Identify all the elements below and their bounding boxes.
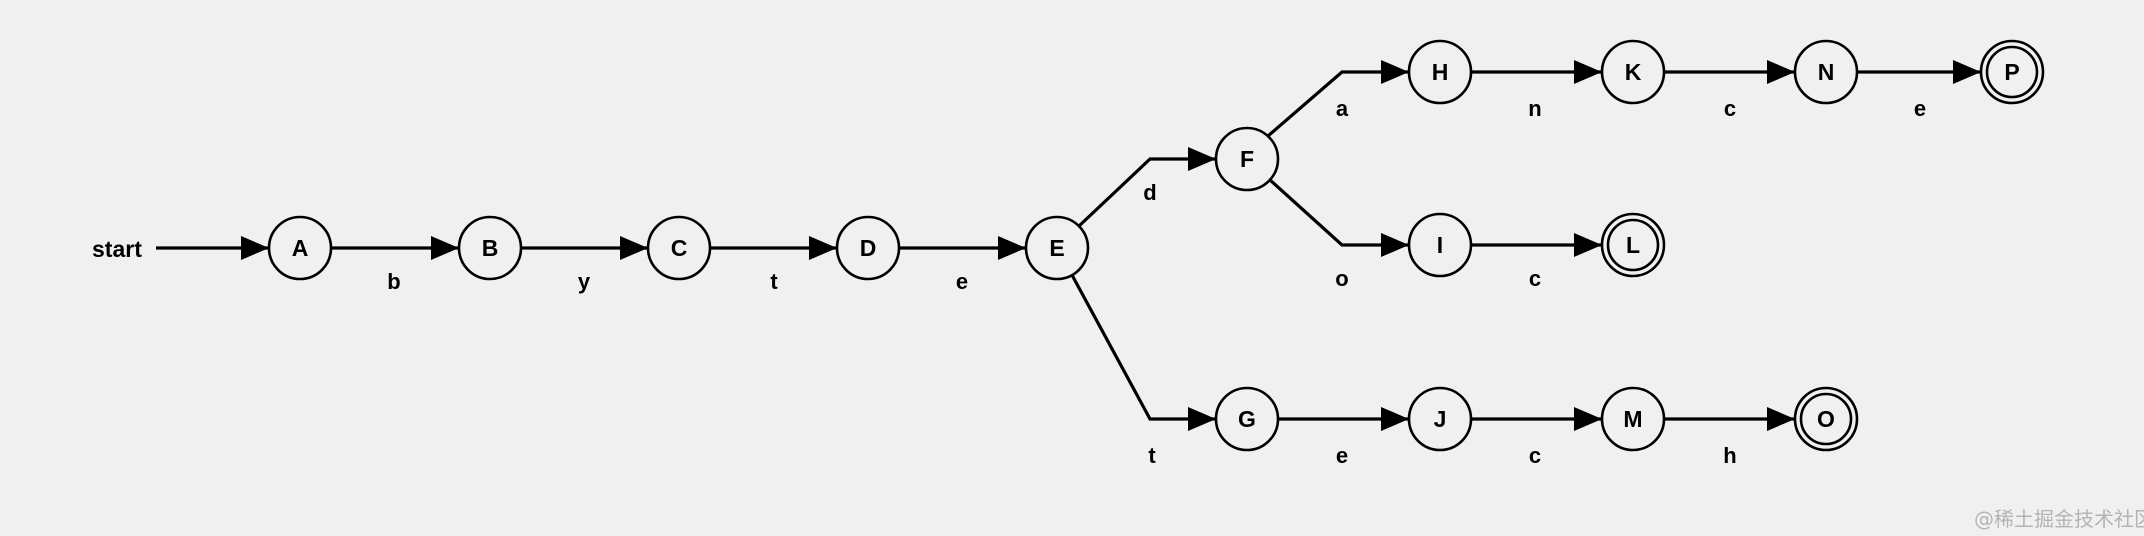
state-label: L bbox=[1626, 232, 1640, 258]
state-f: F bbox=[1214, 126, 1280, 192]
state-circle bbox=[267, 215, 333, 281]
state-circle bbox=[1024, 215, 1090, 281]
accepting-ring bbox=[1799, 392, 1853, 446]
state-label: K bbox=[1625, 59, 1642, 85]
transition-label: t bbox=[1148, 443, 1156, 468]
start-label: start bbox=[92, 236, 142, 262]
transitions-layer: b y t e d t a o n c e c e c h bbox=[331, 60, 1981, 468]
transition-n-p: e bbox=[1857, 60, 1981, 121]
transition-g-j: e bbox=[1278, 407, 1409, 468]
state-circle bbox=[457, 215, 523, 281]
state-circle bbox=[1407, 39, 1473, 105]
state-c: C bbox=[646, 215, 712, 281]
transition-label: a bbox=[1336, 96, 1349, 121]
state-m: M bbox=[1600, 386, 1666, 452]
state-l: L bbox=[1600, 212, 1666, 278]
state-label: C bbox=[671, 235, 688, 261]
transition-arrow bbox=[1266, 60, 1409, 138]
state-circle bbox=[1407, 212, 1473, 278]
state-label: O bbox=[1817, 406, 1835, 432]
transition-label: y bbox=[578, 269, 591, 294]
state-label: A bbox=[292, 235, 309, 261]
states-layer: A B C D E F G H I J K L M N O P bbox=[267, 39, 2045, 452]
transition-h-k: n bbox=[1471, 60, 1602, 121]
state-label: B bbox=[482, 235, 499, 261]
state-circle bbox=[1407, 386, 1473, 452]
transition-f-h: a bbox=[1266, 60, 1409, 138]
transition-label: o bbox=[1335, 266, 1348, 291]
transition-a-b: b bbox=[331, 236, 459, 294]
state-circle bbox=[1600, 39, 1666, 105]
state-p: P bbox=[1979, 39, 2045, 105]
transition-label: c bbox=[1724, 96, 1736, 121]
transition-e-g: t bbox=[1070, 274, 1216, 468]
state-d: D bbox=[835, 215, 901, 281]
transition-label: e bbox=[956, 269, 968, 294]
start-arrow: start bbox=[92, 236, 269, 262]
transition-e-f: d bbox=[1077, 147, 1216, 228]
state-n: N bbox=[1793, 39, 1859, 105]
state-j: J bbox=[1407, 386, 1473, 452]
state-circle bbox=[646, 215, 712, 281]
state-label: P bbox=[2004, 59, 2019, 85]
accepting-ring bbox=[1606, 218, 1660, 272]
state-circle bbox=[1793, 39, 1859, 105]
transition-label: n bbox=[1528, 96, 1541, 121]
state-e: E bbox=[1024, 215, 1090, 281]
state-circle bbox=[835, 215, 901, 281]
state-label: M bbox=[1623, 406, 1642, 432]
state-label: G bbox=[1238, 406, 1256, 432]
state-label: E bbox=[1049, 235, 1064, 261]
transition-k-n: c bbox=[1664, 60, 1795, 121]
transition-label: c bbox=[1529, 266, 1541, 291]
state-label: F bbox=[1240, 146, 1254, 172]
state-b: B bbox=[457, 215, 523, 281]
transition-arrow bbox=[1070, 274, 1216, 431]
transition-label: b bbox=[387, 269, 400, 294]
transition-label: c bbox=[1529, 443, 1541, 468]
state-h: H bbox=[1407, 39, 1473, 105]
transition-label: d bbox=[1143, 180, 1156, 205]
transition-label: h bbox=[1723, 443, 1736, 468]
state-g: G bbox=[1214, 386, 1280, 452]
state-circle bbox=[1600, 386, 1666, 452]
watermark: @稀土掘金技术社区 bbox=[1974, 507, 2144, 531]
transition-d-e: e bbox=[899, 236, 1026, 294]
state-label: I bbox=[1437, 232, 1443, 258]
state-label: N bbox=[1818, 59, 1835, 85]
state-label: D bbox=[860, 235, 877, 261]
state-circle bbox=[1214, 386, 1280, 452]
transition-label: t bbox=[770, 269, 778, 294]
state-circle bbox=[1214, 126, 1280, 192]
transition-b-c: y bbox=[521, 236, 648, 294]
state-label: J bbox=[1434, 406, 1447, 432]
transition-label: e bbox=[1336, 443, 1348, 468]
transition-m-o: h bbox=[1664, 407, 1795, 468]
state-i: I bbox=[1407, 212, 1473, 278]
state-o: O bbox=[1793, 386, 1859, 452]
state-a: A bbox=[267, 215, 333, 281]
transition-label: e bbox=[1914, 96, 1926, 121]
state-label: H bbox=[1432, 59, 1449, 85]
state-k: K bbox=[1600, 39, 1666, 105]
transition-arrow bbox=[1077, 147, 1216, 228]
transition-f-i: o bbox=[1268, 178, 1409, 291]
transition-c-d: t bbox=[710, 236, 837, 294]
transition-arrow bbox=[1268, 178, 1409, 257]
accepting-ring bbox=[1985, 45, 2039, 99]
transition-j-m: c bbox=[1471, 407, 1602, 468]
transition-i-l: c bbox=[1471, 233, 1602, 291]
